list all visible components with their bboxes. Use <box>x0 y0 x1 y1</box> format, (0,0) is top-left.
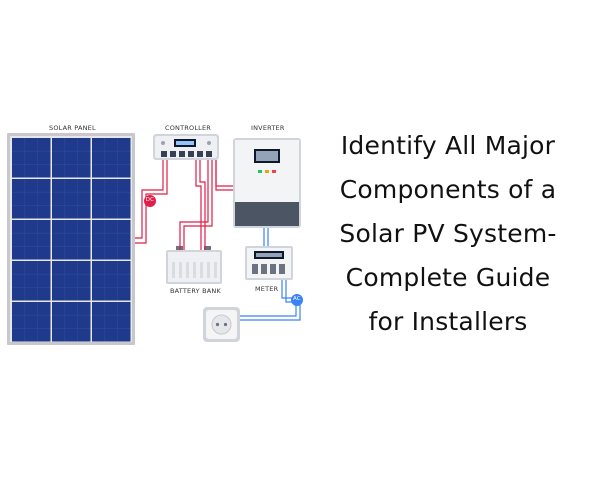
solar-cell <box>12 138 51 178</box>
inverter <box>233 138 301 228</box>
controller-terminal <box>188 151 194 157</box>
controller-terminal <box>161 151 167 157</box>
battery-rib <box>207 262 210 278</box>
meter-breaker <box>252 264 258 274</box>
title-line-3: Solar PV System- <box>339 219 557 248</box>
battery-rib <box>172 262 175 278</box>
charge-controller <box>153 134 219 160</box>
title-line-2: Components of a <box>339 175 557 204</box>
meter-breaker <box>261 264 267 274</box>
solar-cell <box>12 220 51 260</box>
controller-terminal <box>197 151 203 157</box>
solar-cell <box>92 138 131 178</box>
controller-terminal <box>170 151 176 157</box>
ac-badge <box>291 294 303 306</box>
solar-cell <box>92 179 131 219</box>
battery-rib <box>179 262 182 278</box>
wall-socket <box>203 307 240 342</box>
solar-cell <box>12 179 51 219</box>
solar-cell <box>52 302 91 342</box>
solar-cell <box>52 261 91 301</box>
controller-terminal <box>206 151 212 157</box>
solar-panel <box>7 133 135 345</box>
battery-rib <box>186 262 189 278</box>
page-title: Identify All Major Components of a Solar… <box>300 124 596 344</box>
title-line-5: for Installers <box>368 307 528 336</box>
ac-badge-label: AC <box>293 296 301 302</box>
solar-cell <box>12 302 51 342</box>
battery-bank-label: BATTERY BANK <box>170 287 221 295</box>
controller-terminal <box>179 151 185 157</box>
solar-cell <box>52 138 91 178</box>
solar-cell <box>52 179 91 219</box>
solar-cell <box>52 220 91 260</box>
title-line-4: Complete Guide <box>345 263 551 292</box>
solar-panel-label: SOLAR PANEL <box>49 124 96 132</box>
dc-badge-label: DC <box>145 197 155 203</box>
battery-rib <box>214 262 217 278</box>
controller-label: CONTROLLER <box>165 124 211 132</box>
battery-bank <box>166 246 222 284</box>
meter <box>245 246 293 280</box>
meter-breaker <box>270 264 276 274</box>
battery-rib <box>200 262 203 278</box>
solar-cell <box>92 261 131 301</box>
title-line-1: Identify All Major <box>340 131 556 160</box>
solar-cell <box>12 261 51 301</box>
battery-rib <box>193 262 196 278</box>
dc-badge <box>144 195 156 207</box>
meter-label: METER <box>255 285 279 293</box>
dc-wires <box>135 160 233 250</box>
meter-breaker <box>279 264 285 274</box>
solar-cell <box>92 220 131 260</box>
solar-cell <box>92 302 131 342</box>
inverter-label: INVERTER <box>251 124 285 132</box>
